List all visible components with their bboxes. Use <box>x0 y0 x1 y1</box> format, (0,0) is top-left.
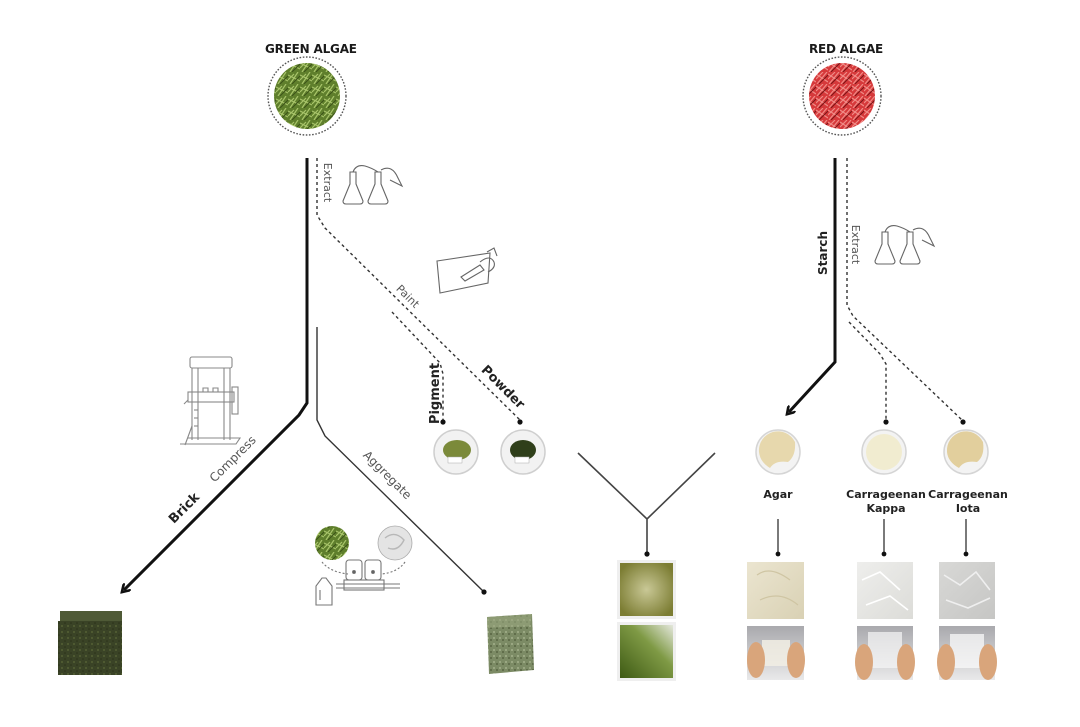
paint-brush-canvas-icon <box>436 247 498 294</box>
agar-sheet-samples <box>747 562 805 680</box>
green-algae-title: GREEN ALGAE <box>265 42 357 56</box>
carrageenan-iota-sheet-samples <box>937 562 997 680</box>
carrageenan-iota-dish <box>943 429 989 475</box>
carrageenan-kappa-sheet-samples <box>855 562 915 680</box>
pigment-dish <box>433 429 479 475</box>
flask-pair-icon <box>342 165 404 205</box>
red-extract-path <box>846 158 963 421</box>
flask-pair-icon <box>874 225 936 265</box>
agar-label: Agar <box>763 488 793 501</box>
aggregate-block <box>487 614 534 674</box>
green-algae-source <box>267 56 347 136</box>
pigment-merge-path <box>577 452 716 553</box>
aggregate-path <box>316 327 485 593</box>
carrageenan-kappa-label-line1: Carrageenan <box>846 488 926 501</box>
carrageenan-iota-label-line2: Iota <box>955 502 981 515</box>
red-extract-label: Extract <box>849 224 863 265</box>
paint-sheet-samples <box>617 560 676 681</box>
pigment-path <box>391 311 444 420</box>
starch-label: Starch <box>816 230 831 276</box>
agar-dish <box>755 429 801 475</box>
pigment-label: Pigment <box>428 362 444 425</box>
red-kappa-path <box>848 321 887 420</box>
starch-path <box>789 158 837 412</box>
powder-dish <box>500 429 546 475</box>
carrageenan-iota-label-line1: Carrageenan <box>928 488 1008 501</box>
carrageenan-kappa-dish <box>861 429 907 475</box>
hydraulic-press-icon <box>180 356 242 446</box>
mixer-machine-icon <box>315 525 413 606</box>
extract-label: Extract <box>321 162 335 203</box>
red-product-connectors <box>777 519 967 553</box>
compressed-brick <box>58 611 122 675</box>
red-algae-source <box>802 56 882 136</box>
compress-path <box>124 158 309 590</box>
red-algae-title: RED ALGAE <box>809 42 884 56</box>
carrageenan-kappa-label-line2: Kappa <box>866 502 906 515</box>
